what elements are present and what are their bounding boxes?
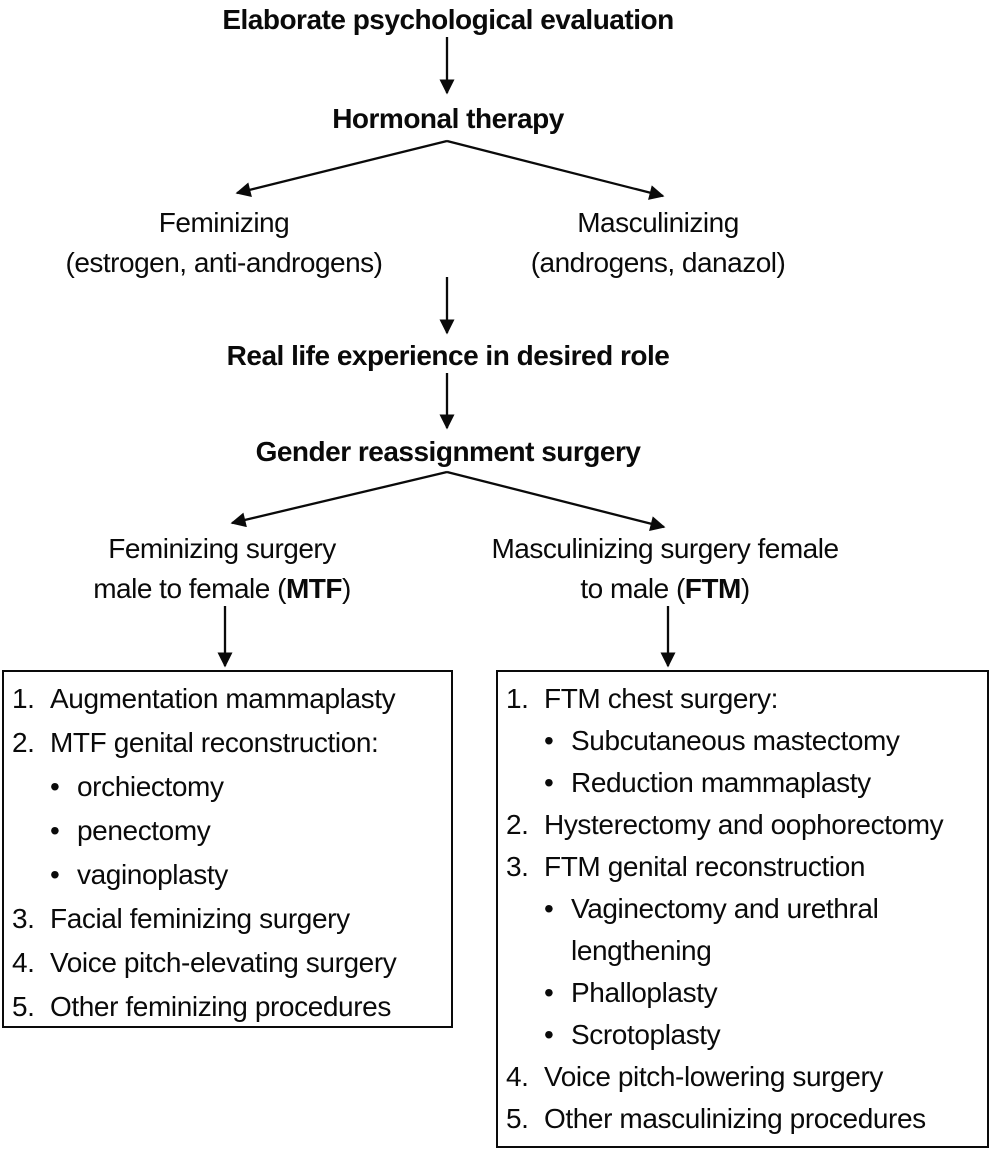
list-item: • Phalloplasty	[498, 972, 987, 1014]
item-text: Augmentation mammaplasty	[50, 683, 396, 714]
list-item: 5. Other masculinizing procedures	[498, 1098, 987, 1140]
node-gender-reassignment-surgery: Gender reassignment surgery	[255, 436, 641, 467]
item-text: Subcutaneous mastectomy	[571, 725, 900, 756]
item-marker: 3.	[506, 851, 529, 882]
item-text: vaginoplasty	[77, 859, 228, 890]
list-item: • Vaginectomy and urethral lengthening	[498, 888, 987, 972]
ftm-label-line2-post: )	[740, 573, 750, 604]
item-marker: 5.	[12, 991, 35, 1022]
feminizing-line1: Feminizing	[158, 207, 290, 238]
item-marker: 2.	[12, 727, 35, 758]
node-ftm-surgery-label: Masculinizing surgery female to male (FT…	[491, 529, 839, 609]
list-item: 1. FTM chest surgery:	[498, 678, 987, 720]
mtf-label-line2-post: )	[341, 573, 351, 604]
mtf-label-line2-pre: male to female (	[93, 573, 286, 604]
item-marker: 4.	[506, 1061, 529, 1092]
arrow-hormonal-to-masculinizing	[446, 139, 665, 200]
list-item: 2. Hysterectomy and oophorectomy	[498, 804, 987, 846]
list-item: • penectomy	[4, 809, 451, 853]
feminizing-line2: (estrogen, anti-androgens)	[65, 247, 383, 278]
mtf-acronym: MTF	[285, 573, 343, 604]
mtf-procedures-box: 1. Augmentation mammaplasty 2. MTF genital …	[2, 670, 453, 1028]
list-item: 4. Voice pitch-lowering surgery	[498, 1056, 987, 1098]
item-text: Facial feminizing surgery	[50, 903, 350, 934]
item-text: Voice pitch-elevating surgery	[50, 947, 397, 978]
item-marker: 1.	[506, 683, 529, 714]
item-text: FTM chest surgery:	[544, 683, 778, 714]
item-text: orchiectomy	[77, 771, 224, 802]
item-marker: 3.	[12, 903, 35, 934]
item-text: Reduction mammaplasty	[571, 767, 871, 798]
item-marker: 5.	[506, 1103, 529, 1134]
ftm-label-line2-pre: to male (	[580, 573, 685, 604]
arrow-surgery-to-ftm	[446, 470, 666, 531]
item-text: Other feminizing procedures	[50, 991, 391, 1022]
list-item: 1. Augmentation mammaplasty	[4, 677, 451, 721]
list-item: • vaginoplasty	[4, 853, 451, 897]
item-marker: •	[544, 893, 554, 924]
ftm-acronym: FTM	[684, 573, 742, 604]
item-text: MTF genital reconstruction:	[50, 727, 379, 758]
item-marker: •	[544, 1019, 554, 1050]
list-item: 5. Other feminizing procedures	[4, 985, 451, 1029]
item-marker: •	[50, 859, 60, 890]
list-item: 4. Voice pitch-elevating surgery	[4, 941, 451, 985]
item-text: Phalloplasty	[571, 977, 718, 1008]
item-marker: 4.	[12, 947, 35, 978]
list-item: • Subcutaneous mastectomy	[498, 720, 987, 762]
item-marker: •	[544, 977, 554, 1008]
list-item: 3. FTM genital reconstruction	[498, 846, 987, 888]
item-text: Hysterectomy and oophorectomy	[544, 809, 944, 840]
node-real-life-experience: Real life experience in desired role	[226, 340, 670, 371]
node-psychological-evaluation: Elaborate psychological evaluation	[222, 4, 674, 35]
item-text: FTM genital reconstruction	[544, 851, 866, 882]
ftm-procedures-box: 1. FTM chest surgery: • Subcutaneous mastec…	[496, 670, 989, 1148]
item-marker: •	[50, 815, 60, 846]
list-item: • Reduction mammaplasty	[498, 762, 987, 804]
arrow-surgery-to-mtf	[230, 470, 448, 528]
node-hormonal-therapy: Hormonal therapy	[332, 103, 564, 134]
item-text: Voice pitch-lowering surgery	[544, 1061, 883, 1092]
node-feminizing-hormones: Feminizing (estrogen, anti-androgens)	[66, 203, 383, 283]
masculinizing-line2: (androgens, danazol)	[530, 247, 786, 278]
masculinizing-line1: Masculinizing	[577, 207, 739, 238]
item-text: Vaginectomy and urethral lengthening	[571, 893, 879, 966]
mtf-label-line1: Feminizing surgery	[108, 533, 336, 564]
item-marker: 1.	[12, 683, 35, 714]
list-item: • orchiectomy	[4, 765, 451, 809]
item-text: Other masculinizing procedures	[544, 1103, 926, 1134]
node-mtf-surgery-label: Feminizing surgery male to female (MTF)	[93, 529, 351, 609]
item-marker: 2.	[506, 809, 529, 840]
list-item: 2. MTF genital reconstruction:	[4, 721, 451, 765]
item-marker: •	[544, 725, 554, 756]
item-text: Scrotoplasty	[571, 1019, 721, 1050]
arrow-hormonal-to-feminizing	[235, 139, 448, 198]
ftm-label-line1: Masculinizing surgery female	[491, 533, 839, 564]
node-masculinizing-hormones: Masculinizing (androgens, danazol)	[531, 203, 786, 283]
item-marker: •	[50, 771, 60, 802]
item-marker: •	[544, 767, 554, 798]
list-item: 3. Facial feminizing surgery	[4, 897, 451, 941]
item-text: penectomy	[77, 815, 211, 846]
list-item: • Scrotoplasty	[498, 1014, 987, 1056]
